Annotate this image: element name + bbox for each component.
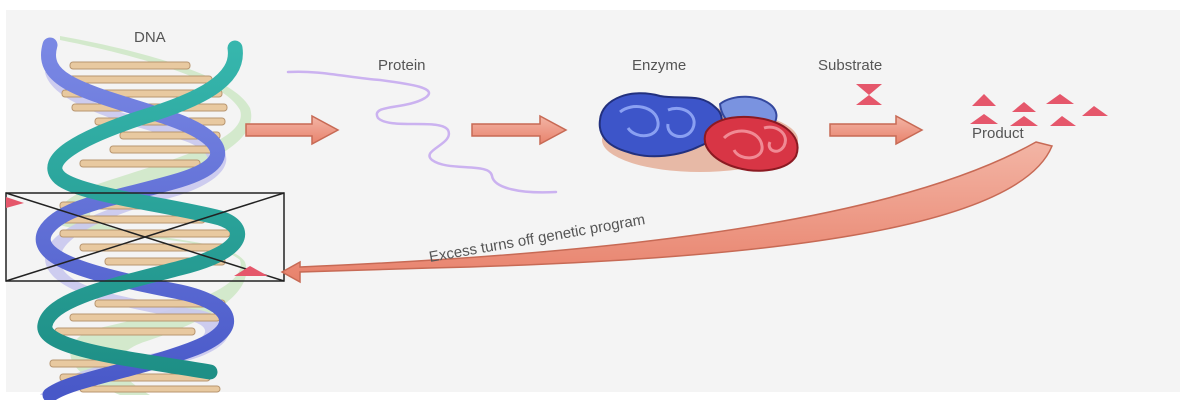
dna-label: DNA (134, 29, 166, 46)
substrate-label: Substrate (818, 57, 882, 74)
dna-base-pair (70, 314, 220, 321)
product-label: Product (972, 125, 1025, 142)
dna-base-pair (80, 386, 220, 392)
protein-label: Protein (378, 57, 426, 74)
enzyme-blob-icon (600, 93, 798, 172)
dna-base-pair (80, 160, 200, 167)
dna-base-pair (60, 230, 230, 237)
scan-bottom-band (6, 392, 1180, 400)
dna-base-pair (62, 76, 212, 83)
scan-top-band (6, 0, 1180, 10)
enzyme-label: Enzyme (632, 57, 686, 74)
dna-base-pair (55, 328, 195, 335)
dna-base-pair (110, 146, 220, 153)
scan-background (6, 0, 1180, 400)
dna-double-helix-icon (40, 36, 251, 395)
dna-base-pair (70, 62, 190, 69)
